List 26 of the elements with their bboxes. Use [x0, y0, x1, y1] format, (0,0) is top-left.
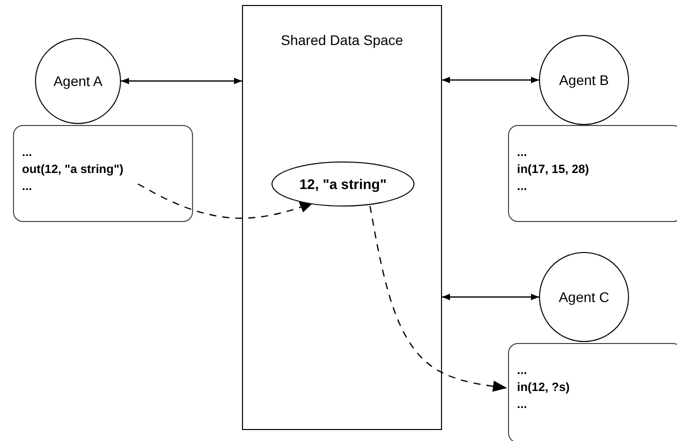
code-box	[13, 125, 193, 222]
code-box	[508, 125, 677, 222]
code-line: ...	[517, 396, 528, 413]
shared-space-box	[242, 5, 442, 430]
agent-label: Agent C	[558, 289, 610, 305]
code-line: ...	[517, 362, 528, 379]
agent-circle	[539, 252, 629, 342]
tuple-label: 12, "a string"	[299, 176, 387, 192]
agent-label: Agent B	[559, 72, 609, 88]
code-line: ...	[22, 178, 34, 195]
code-line: in(12, ?s)	[517, 379, 571, 396]
code-line: ...	[517, 178, 528, 195]
code-line: ...	[22, 144, 34, 161]
double-arrow	[442, 76, 539, 84]
space-title: Shared Data Space	[280, 32, 404, 48]
agent-circle	[35, 38, 121, 124]
agent-label: Agent A	[53, 73, 103, 89]
code-line: out(12, "a string")	[22, 161, 124, 178]
code-box	[508, 343, 677, 441]
dashed-arrow	[369, 206, 508, 392]
code-line: ...	[517, 144, 528, 161]
code-line: in(17, 15, 28)	[517, 161, 590, 178]
dashed-arrow	[138, 183, 314, 219]
agent-circle	[539, 35, 629, 125]
double-arrow	[442, 294, 539, 300]
double-arrow	[121, 78, 242, 84]
